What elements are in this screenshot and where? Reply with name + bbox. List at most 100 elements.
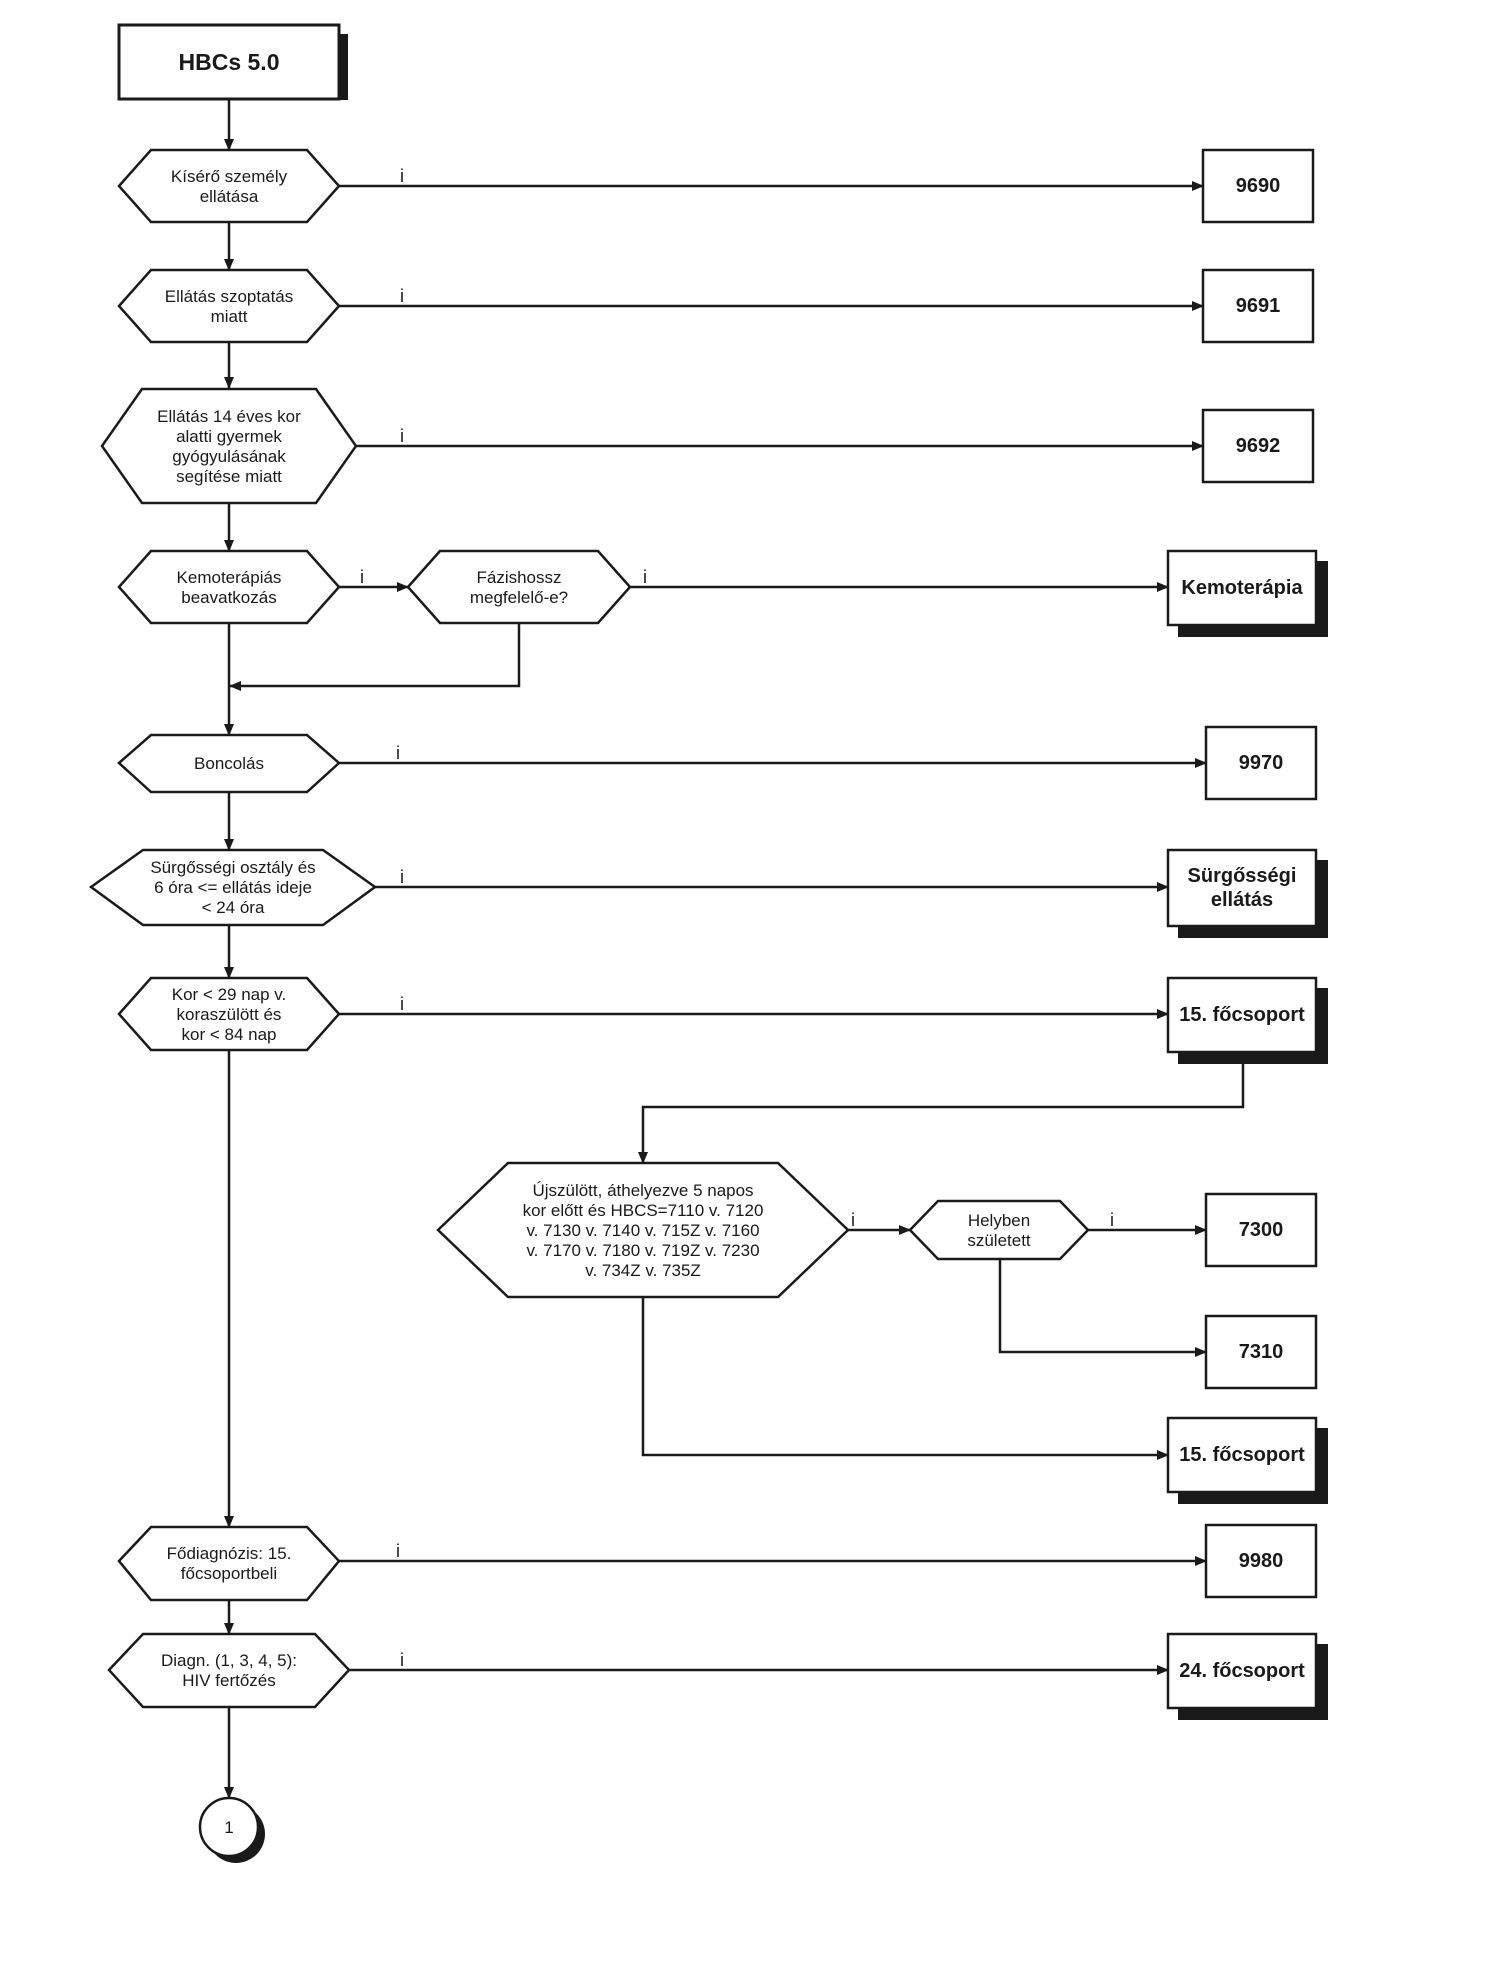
start-node: HBCs 5.0 xyxy=(117,23,348,101)
outcome-9980-label: 9980 xyxy=(1239,1550,1284,1572)
label-line: Boncolás xyxy=(194,754,264,773)
outcome-7300-label: 7300 xyxy=(1239,1219,1284,1241)
yes-label: i xyxy=(1110,1210,1114,1230)
label-line: ellátás xyxy=(1211,889,1273,911)
label-line: 9692 xyxy=(1236,435,1281,457)
outcome-focs15-a: 15. főcsoport xyxy=(1166,976,1328,1064)
label-line: Sürgősségi xyxy=(1188,865,1297,887)
label-line: 9970 xyxy=(1239,752,1284,774)
decision-boncolas: Boncolás xyxy=(117,733,341,794)
yes-label: i xyxy=(400,286,404,306)
label-line: Diagn. (1, 3, 4, 5): xyxy=(161,1651,297,1670)
outcome-kemoterapia-label: Kemoterápia xyxy=(1181,577,1303,599)
outcome-9692-label: 9692 xyxy=(1236,435,1281,457)
label-line: ellátása xyxy=(200,187,259,206)
outcome-9691: 9691 xyxy=(1201,268,1315,344)
outcome-9690: 9690 xyxy=(1201,148,1315,224)
label-line: v. 734Z v. 735Z xyxy=(585,1261,701,1280)
outcome-9690-label: 9690 xyxy=(1236,175,1281,197)
outcome-focs24-label: 24. főcsoport xyxy=(1179,1660,1305,1682)
start-label: HBCs 5.0 xyxy=(179,49,280,75)
label-line: 24. főcsoport xyxy=(1179,1660,1305,1682)
label-line: koraszülött és xyxy=(177,1005,282,1024)
label-line: 9691 xyxy=(1236,295,1281,317)
edge-fazis-return xyxy=(229,623,521,691)
label-line: megfelelő-e? xyxy=(470,588,568,607)
label-line: Ellátás 14 éves kor xyxy=(157,407,301,426)
label-line: Helyben xyxy=(968,1211,1030,1230)
outcome-kemoterapia: Kemoterápia xyxy=(1166,549,1328,637)
decision-fodiag: Fődiagnózis: 15.főcsoportbeli xyxy=(117,1525,341,1602)
label-line: < 24 óra xyxy=(202,898,265,917)
label-line: alatti gyermek xyxy=(176,427,282,446)
label-line: miatt xyxy=(211,307,248,326)
label-line: HIV fertőzés xyxy=(182,1671,276,1690)
label-line: főcsoportbeli xyxy=(181,1564,277,1583)
label-line: kor előtt és HBCS=7110 v. 7120 xyxy=(523,1201,764,1220)
connector-label: 1 xyxy=(224,1818,233,1837)
outcome-focs24: 24. főcsoport xyxy=(1166,1632,1328,1720)
edge-ujszulott-to-focs15b xyxy=(641,1297,1169,1460)
label-line: segítése miatt xyxy=(176,467,282,486)
outcome-9970: 9970 xyxy=(1204,725,1318,801)
decision-fodiag-label: Fődiagnózis: 15.főcsoportbeli xyxy=(167,1544,292,1583)
label-line: beavatkozás xyxy=(181,588,276,607)
outcome-9980: 9980 xyxy=(1204,1523,1318,1599)
label-line: Fődiagnózis: 15. xyxy=(167,1544,292,1563)
label-line: Fázishossz xyxy=(476,568,561,587)
decision-hiv-label: Diagn. (1, 3, 4, 5):HIV fertőzés xyxy=(161,1651,297,1690)
outcome-7310-label: 7310 xyxy=(1239,1341,1284,1363)
label-line: Kemoterápia xyxy=(1181,577,1303,599)
yes-label: i xyxy=(400,1650,404,1670)
label-line: v. 7170 v. 7180 v. 719Z v. 7230 xyxy=(526,1241,759,1260)
label-line: 6 óra <= ellátás ideje xyxy=(154,878,312,897)
yes-label: i xyxy=(396,743,400,763)
label-line: Ellátás szoptatás xyxy=(165,287,294,306)
label-line: 9690 xyxy=(1236,175,1281,197)
label-line: 9980 xyxy=(1239,1550,1284,1572)
label-line: Kor < 29 nap v. xyxy=(172,985,287,1004)
yes-label: i xyxy=(400,166,404,186)
label-line: v. 7130 v. 7140 v. 715Z v. 7160 xyxy=(526,1221,759,1240)
outcome-9691-label: 9691 xyxy=(1236,295,1281,317)
label-line: 7310 xyxy=(1239,1341,1284,1363)
label-line: gyógyulásának xyxy=(172,447,286,466)
label-line: kor < 84 nap xyxy=(182,1025,277,1044)
outcome-focs15-a-label: 15. főcsoport xyxy=(1179,1004,1305,1026)
label-line: 15. főcsoport xyxy=(1179,1004,1305,1026)
outcome-7310: 7310 xyxy=(1204,1314,1318,1390)
label-line: Újszülött, áthelyezve 5 napos xyxy=(532,1181,753,1200)
yes-label: i xyxy=(360,567,364,587)
decision-hiv: Diagn. (1, 3, 4, 5):HIV fertőzés xyxy=(107,1632,351,1709)
yes-label: i xyxy=(400,867,404,887)
yes-label: i xyxy=(396,1541,400,1561)
outcome-9692: 9692 xyxy=(1201,408,1315,484)
yes-label: i xyxy=(643,567,647,587)
label-line: 7300 xyxy=(1239,1219,1284,1241)
outcome-focs15-b: 15. főcsoport xyxy=(1166,1416,1328,1504)
outcome-9970-label: 9970 xyxy=(1239,752,1284,774)
yes-label: i xyxy=(851,1210,855,1230)
decision-boncolas-label: Boncolás xyxy=(194,754,264,773)
yes-label: i xyxy=(400,994,404,1014)
label-line: Sürgősségi osztály és xyxy=(150,858,315,877)
label-line: Kísérő személy xyxy=(171,167,288,186)
